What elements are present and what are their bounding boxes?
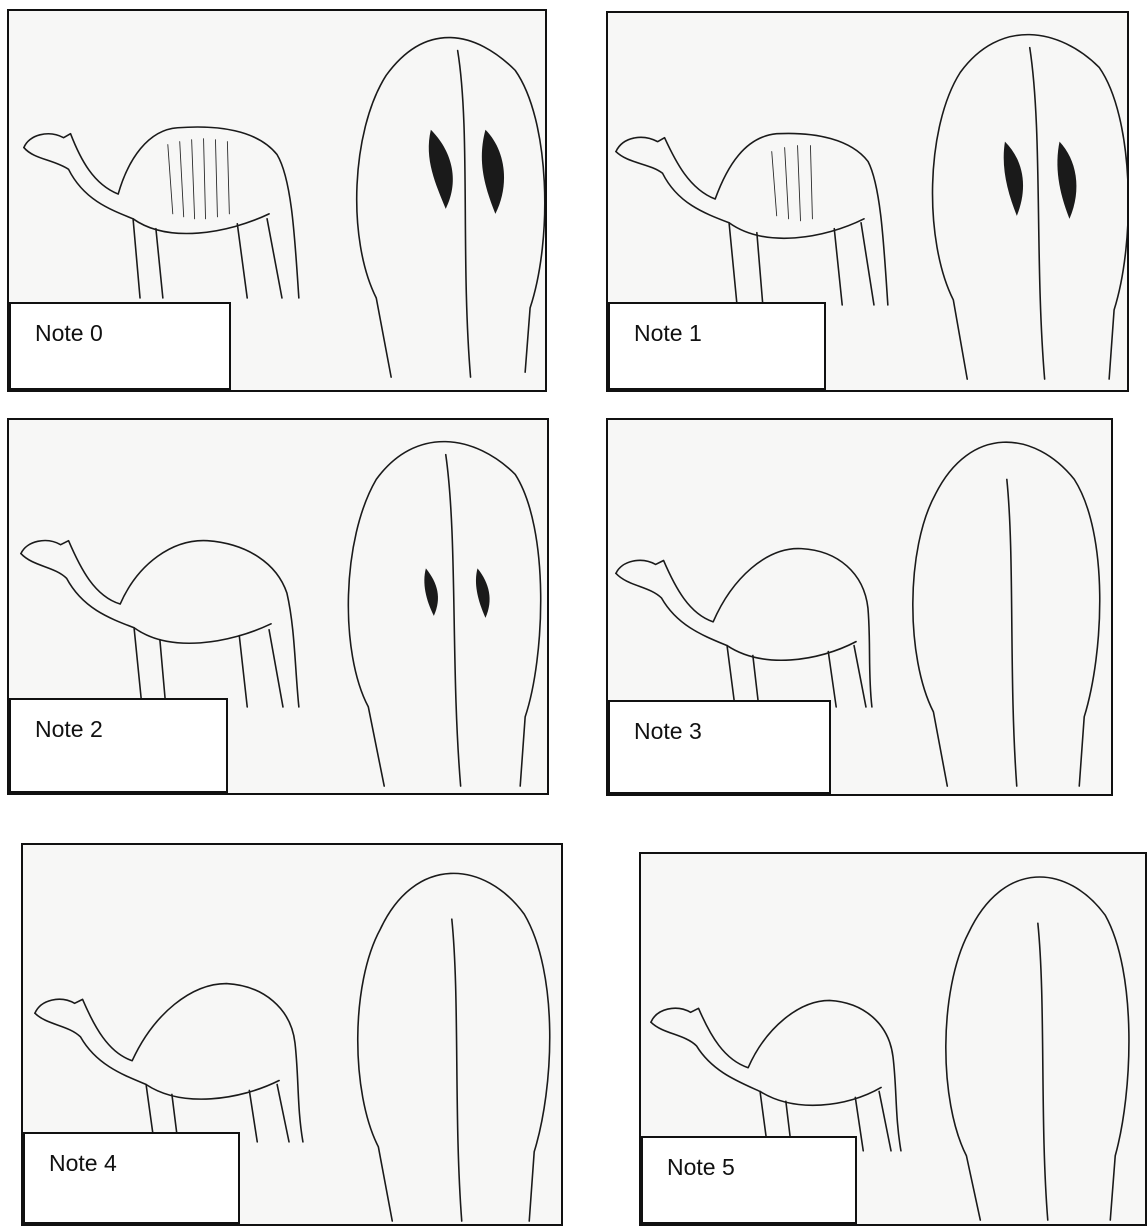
note-label-box: Note 4 (23, 1132, 240, 1224)
panel-note-1: Note 1 (606, 11, 1129, 392)
note-label: Note 3 (634, 718, 702, 744)
note-label: Note 4 (49, 1150, 117, 1176)
panel-note-4: Note 4 (21, 843, 563, 1226)
note-label: Note 2 (35, 716, 103, 742)
panel-note-0: Note 0 (7, 9, 547, 392)
note-label-box: Note 2 (9, 698, 228, 793)
note-label-box: Note 5 (641, 1136, 857, 1224)
note-label: Note 1 (634, 320, 702, 346)
panel-note-3: Note 3 (606, 418, 1113, 796)
note-label-box: Note 0 (9, 302, 231, 390)
panel-note-5: Note 5 (639, 852, 1147, 1226)
note-label: Note 0 (35, 320, 103, 346)
note-label: Note 5 (667, 1154, 735, 1180)
note-label-box: Note 3 (608, 700, 831, 794)
note-label-box: Note 1 (608, 302, 826, 390)
panel-note-2: Note 2 (7, 418, 549, 795)
